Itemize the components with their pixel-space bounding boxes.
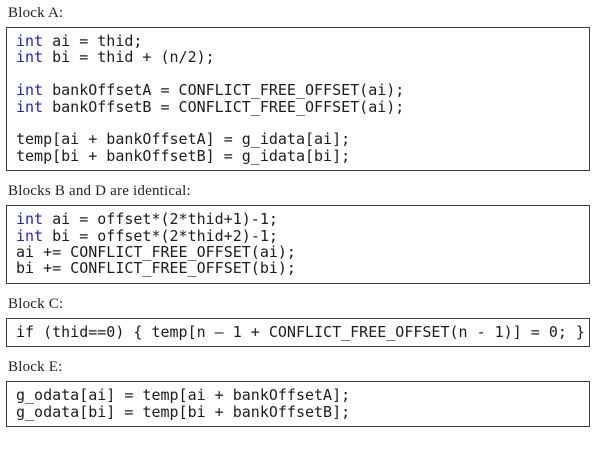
keyword-token: int xyxy=(16,81,44,100)
block-label: Block C: xyxy=(8,295,64,312)
code-token: ai = offset*(2*thid+1)-1; xyxy=(43,210,278,229)
code-section: Block E: g_odata[ai] = temp[ai + bankOff… xyxy=(6,359,594,428)
block-label: Blocks B and D are identical: xyxy=(8,183,191,200)
code-block: int ai = thid;int bi = thid + (n/2); int… xyxy=(6,27,590,172)
keyword-token: int xyxy=(16,210,44,229)
keyword-token: int xyxy=(16,48,44,67)
code-line: temp[ai + bankOffsetA] = g_idata[ai]; xyxy=(16,131,583,147)
code-line xyxy=(16,115,583,131)
code-line: int bi = thid + (n/2); xyxy=(16,49,583,65)
code-line: bi += CONFLICT_FREE_OFFSET(bi); xyxy=(16,260,583,276)
code-token: ai = thid; xyxy=(43,32,143,50)
code-line: int bankOffsetB = CONFLICT_FREE_OFFSET(a… xyxy=(16,97,583,116)
code-line: g_odata[ai] = temp[ai + bankOffsetA]; xyxy=(16,387,583,403)
code-line: int bankOffsetA = CONFLICT_FREE_OFFSET(a… xyxy=(16,82,583,98)
code-line xyxy=(16,66,583,82)
code-section: Block A: int ai = thid;int bi = thid + (… xyxy=(6,5,594,172)
code-line: ai += CONFLICT_FREE_OFFSET(ai); xyxy=(16,244,583,260)
block-label: Block A: xyxy=(8,5,64,21)
code-token: g_odata[ai] = temp[ai + bankOffsetA]; xyxy=(16,386,351,405)
code-token: bi = thid + (n/2); xyxy=(43,48,215,67)
code-token: bankOffsetB = CONFLICT_FREE_OFFSET(ai); xyxy=(43,97,405,116)
code-token: bi = offset*(2*thid+2)-1; xyxy=(43,226,278,245)
code-line: if (thid==0) { temp[n – 1 + CONFLICT_FRE… xyxy=(16,322,585,341)
code-token: bankOffsetA = CONFLICT_FREE_OFFSET(ai); xyxy=(43,81,405,100)
code-line: int bi = offset*(2*thid+2)-1; xyxy=(16,226,583,245)
code-block: if (thid==0) { temp[n – 1 + CONFLICT_FRE… xyxy=(6,317,590,348)
keyword-token: int xyxy=(16,97,44,116)
code-token: if (thid==0) { temp[n – 1 + CONFLICT_FRE… xyxy=(16,322,585,341)
code-section: Block C: if (thid==0) { temp[n – 1 + CON… xyxy=(6,295,594,348)
code-line: g_odata[bi] = temp[bi + bankOffsetB]; xyxy=(16,402,583,421)
code-token: temp[bi + bankOffsetB] = g_idata[bi]; xyxy=(16,146,351,165)
code-line: temp[bi + bankOffsetB] = g_idata[bi]; xyxy=(16,148,583,164)
code-line: int ai = thid; xyxy=(16,33,583,49)
code-line: int ai = offset*(2*thid+1)-1; xyxy=(16,211,583,227)
code-token: g_odata[bi] = temp[bi + bankOffsetB]; xyxy=(16,402,351,421)
code-token: temp[ai + bankOffsetA] = g_idata[ai]; xyxy=(16,130,351,149)
code-block: g_odata[ai] = temp[ai + bankOffsetA];g_o… xyxy=(6,381,590,428)
code-token: bi += CONFLICT_FREE_OFFSET(bi); xyxy=(16,259,296,278)
code-token: ai += CONFLICT_FREE_OFFSET(ai); xyxy=(16,243,296,262)
block-label: Block E: xyxy=(8,359,63,376)
keyword-token: int xyxy=(16,32,44,50)
code-block: int ai = offset*(2*thid+1)-1;int bi = of… xyxy=(6,205,590,284)
code-section: Blocks B and D are identical: int ai = o… xyxy=(6,183,594,284)
keyword-token: int xyxy=(16,226,44,245)
code-listing-document: Block A: int ai = thid;int bi = thid + (… xyxy=(6,5,594,428)
